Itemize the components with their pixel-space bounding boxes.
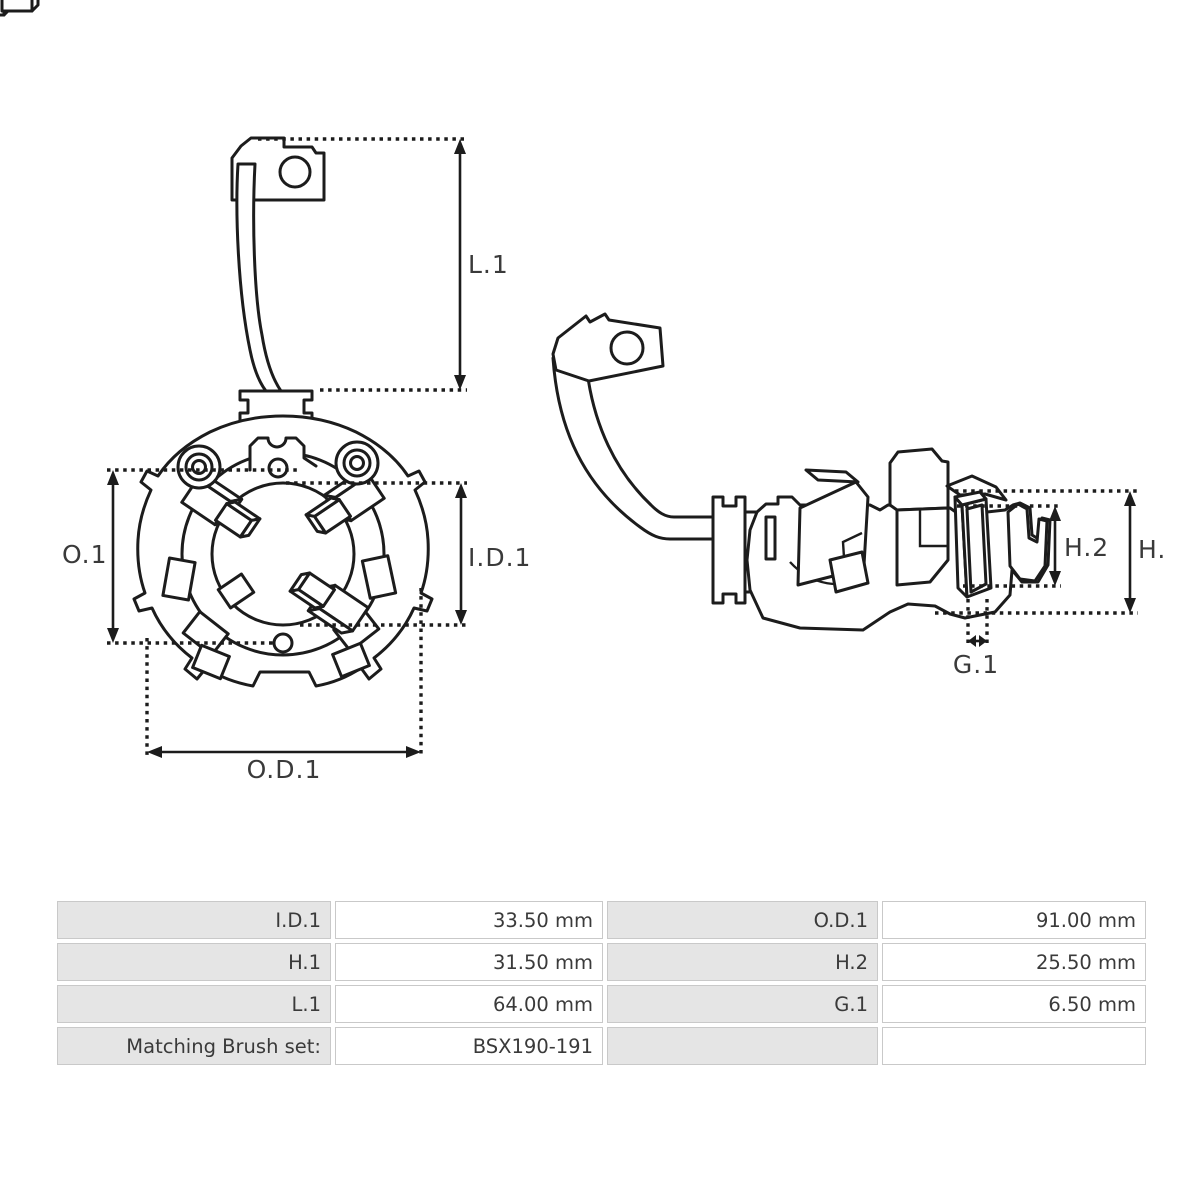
- spec-value-cell: BSX190-191: [335, 1027, 603, 1065]
- spec-label-cell: Matching Brush set:: [57, 1027, 331, 1065]
- spec-label-cell: H.2: [607, 943, 878, 981]
- dim-label-id1: I.D.1: [468, 543, 532, 572]
- spec-label-cell: [607, 1027, 878, 1065]
- spec-label-cell: H.1: [57, 943, 331, 981]
- front-view-drawing: [0, 0, 434, 688]
- dim-label-g1: G.1: [952, 650, 1000, 679]
- spec-value-cell: 6.50 mm: [882, 985, 1146, 1023]
- dimension-lines: [107, 137, 1138, 758]
- hole-top: [267, 457, 289, 479]
- tab-left: [161, 556, 197, 602]
- spec-label-cell: O.D.1: [607, 901, 878, 939]
- spec-label-cell: I.D.1: [57, 901, 331, 939]
- spec-label-cell: G.1: [607, 985, 878, 1023]
- spec-value-cell: 31.50 mm: [335, 943, 603, 981]
- terminal-hole: [609, 330, 645, 366]
- dim-label-o1: O.1: [62, 540, 108, 569]
- brush-box: [0, 0, 40, 17]
- screw-boss-left: [176, 444, 222, 490]
- spec-label-cell: L.1: [57, 985, 331, 1023]
- dim-label-h: H.: [1138, 535, 1167, 564]
- dim-label-od1: O.D.1: [246, 755, 322, 784]
- spec-value-cell: 64.00 mm: [335, 985, 603, 1023]
- spec-value-cell: 25.50 mm: [882, 943, 1146, 981]
- foot-right: [331, 641, 371, 679]
- screw-boss-right: [334, 440, 380, 486]
- tab-right: [360, 554, 398, 600]
- foot-left: [191, 643, 231, 681]
- brush-pocket-sw: [216, 572, 256, 610]
- terminal-hole: [278, 155, 312, 189]
- spec-table: I.D.1 33.50 mm O.D.1 91.00 mm H.1 31.50 …: [57, 901, 1146, 1065]
- dim-label-h2: H.2: [1064, 533, 1110, 562]
- hole-bottom: [272, 632, 294, 654]
- dim-label-l1: L.1: [468, 250, 509, 279]
- spec-value-cell: 91.00 mm: [882, 901, 1146, 939]
- spec-value-cell: [882, 1027, 1146, 1065]
- spec-value-cell: 33.50 mm: [335, 901, 603, 939]
- side-view-drawing: [551, 312, 1052, 632]
- spring-slot: [764, 515, 777, 561]
